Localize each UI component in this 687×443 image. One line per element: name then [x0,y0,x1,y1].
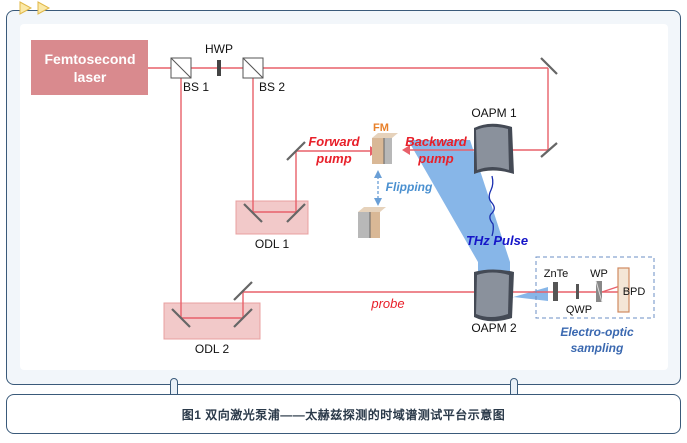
play-icon-2 [37,1,51,15]
odl2-label: ODL 2 [195,342,230,356]
fm-label: FM [373,122,389,134]
thz-waveform [488,175,495,237]
flipping-label: Flipping [386,180,433,194]
backward-pump-label-line1: Backward [405,134,467,149]
figure-caption: 图1 双向激光泵浦——太赫兹探测的时域谱测试平台示意图 [181,407,506,422]
wp-label: WP [590,268,608,280]
bpd-box [617,267,630,313]
eo-sampling-box [535,256,655,319]
oapm2-label: OAPM 2 [471,321,517,335]
odl1-label: ODL 1 [255,237,290,251]
play-icon-1 [19,1,33,15]
bs2-cube [242,57,264,79]
wp-prism [595,280,603,303]
mirrors [171,57,558,328]
qwp-label: QWP [566,304,592,316]
oapm1-mirror [474,123,514,174]
caption-box: 图1 双向激光泵浦——太赫兹探测的时域谱测试平台示意图 [6,394,681,434]
laser-label-line1: Femtosecond [44,51,135,67]
laser-label-line2: laser [74,69,107,85]
bs1-cube [170,57,192,79]
odl2-box [163,302,261,340]
backward-pump-label-line2: pump [417,151,453,166]
fm-crystal [372,133,398,164]
qwp-plate [576,284,579,299]
eo-label-line1: Electro-optic [560,325,634,339]
laser-beams [148,67,555,319]
probe-label: probe [370,296,404,311]
hwp-plate [217,60,221,76]
bs1-label: BS 1 [183,80,209,94]
forward-pump-label-line2: pump [315,151,351,166]
oapm2-mirror [474,269,514,322]
eo-label-line2: sampling [571,341,624,355]
bpd-label: BPD [623,286,646,298]
backward-arrowhead [402,145,410,155]
thz-pulse-label: THz Pulse [466,233,528,248]
wp-split-beam [601,285,621,293]
hwp-label: HWP [205,42,233,56]
thz-beam [408,140,548,301]
znte-label: ZnTe [544,268,568,280]
forward-pump-label-line1: Forward [308,134,360,149]
oapm1-label: OAPM 1 [471,106,517,120]
laser-box [31,40,148,95]
znte-crystal [553,282,558,301]
flipping-arrow [374,170,382,206]
bs2-label: BS 2 [259,80,285,94]
fm-crystal-flipped [358,207,386,238]
